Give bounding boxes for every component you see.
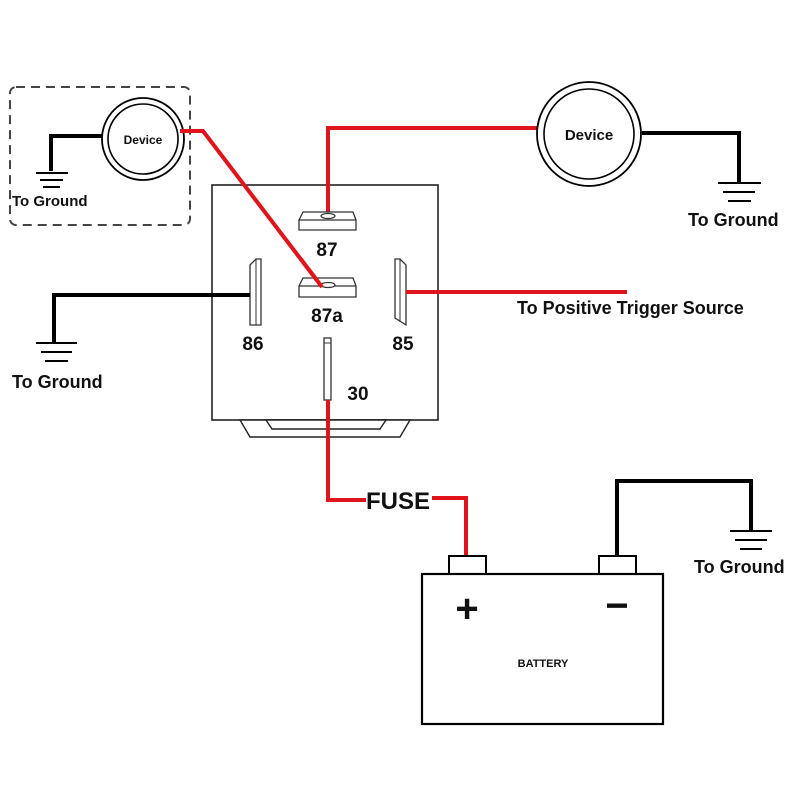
pin-86-label: 86 [242,334,263,355]
device-no-label: Device [565,127,613,144]
battery-negative-sign: − [605,584,628,628]
wire-87a-tip [298,256,324,289]
no-device-ground-wire [642,131,741,182]
pin-30-label: 30 [347,384,368,405]
battery-negative-terminal [598,555,637,576]
pin-87a-label: 87a [311,306,343,327]
pin-87-label: 87 [316,240,337,261]
nc-device-ground-label: To Ground [12,193,88,210]
wire-87-to-device [326,126,537,213]
battery: + − BATTERY [420,555,665,726]
ground-symbol-nc-device [36,172,68,188]
pin-86 [249,258,262,326]
ground-symbol-no-device [718,182,761,202]
trigger-label: To Positive Trigger Source [517,298,744,318]
nc-device-ground-wire [49,134,103,171]
wire-87a-to-device [180,129,324,289]
coil-ground-label: To Ground [12,372,103,392]
battery-positive-terminal [448,555,487,576]
pin-87a [298,277,357,298]
coil-ground-wire [52,293,250,342]
device-no: Device [536,81,642,187]
battery-label: BATTERY [518,658,569,670]
battery-ground-label: To Ground [694,557,785,577]
pin-87 [298,211,357,231]
pin-85 [394,258,407,327]
battery-positive-sign: + [455,587,478,631]
ground-symbol-battery [730,530,772,550]
optional-device-box [9,86,191,226]
no-device-ground-label: To Ground [688,210,779,230]
ground-symbol-coil [36,342,77,362]
wire-fuse-to-battery [432,496,468,556]
pin-30 [323,337,332,401]
device-nc: Device [101,97,185,181]
battery-ground-wire [615,479,753,556]
pin-85-label: 85 [392,334,414,355]
device-nc-label: Device [124,133,163,147]
fuse-label: FUSE [366,488,430,515]
wire-30-to-fuse [326,400,366,502]
